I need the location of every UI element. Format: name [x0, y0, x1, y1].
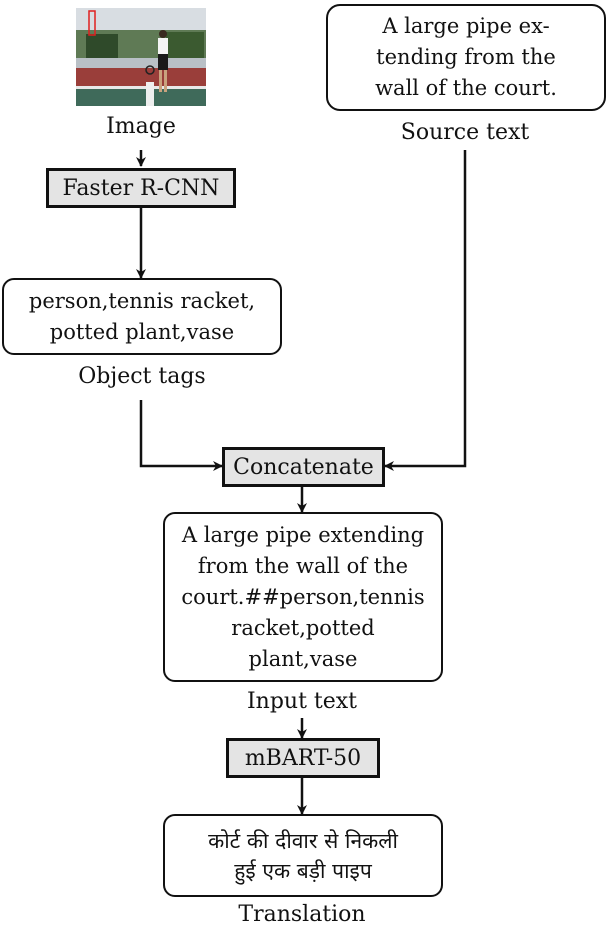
object-tags-caption: Object tags	[78, 364, 206, 389]
translation-caption: Translation	[238, 902, 366, 927]
source-text-line: A large pipe ex-	[382, 14, 550, 38]
source-text-line: wall of the court.	[375, 76, 557, 100]
input-text-caption: Input text	[246, 689, 358, 714]
faster-rcnn-box: Faster R-CNN	[46, 168, 236, 208]
mbart-box: mBART-50	[226, 738, 380, 778]
source-text-line: tending from the	[376, 45, 556, 69]
input-text-line: A large pipe extending	[181, 522, 425, 547]
concatenate-label: Concatenate	[233, 454, 374, 480]
image-caption: Image	[106, 114, 176, 139]
translation-line: हुई एक बड़ी पाइप	[234, 858, 372, 883]
object-tags-line: potted plant,vase	[49, 319, 235, 344]
input-text-line: court.##person,tennis	[181, 584, 425, 609]
translation-box: कोर्ट की दीवार से निकली हुई एक बड़ी पाइप	[163, 814, 443, 897]
translation-line: कोर्ट की दीवार से निकली	[208, 828, 398, 853]
input-image	[76, 8, 206, 106]
input-text-line: from the wall of the	[197, 553, 409, 578]
arrow-tags-to-concat	[139, 400, 223, 471]
object-tags-line: person,tennis racket,	[28, 288, 256, 313]
input-text-line: plant,vase	[248, 646, 358, 671]
object-tags-box: person,tennis racket, potted plant,vase	[2, 278, 282, 355]
arrow-source-to-concat	[384, 150, 467, 471]
concatenate-box: Concatenate	[222, 447, 385, 487]
source-text-box: A large pipe ex- tending from the wall o…	[326, 4, 606, 111]
input-text-box: A large pipe extending from the wall of …	[163, 512, 443, 682]
mbart-label: mBART-50	[244, 745, 362, 771]
tennis-photo	[76, 8, 206, 106]
source-text-caption: Source text	[400, 120, 530, 145]
input-text-line: racket,potted	[231, 615, 375, 640]
faster-rcnn-label: Faster R-CNN	[62, 175, 220, 201]
